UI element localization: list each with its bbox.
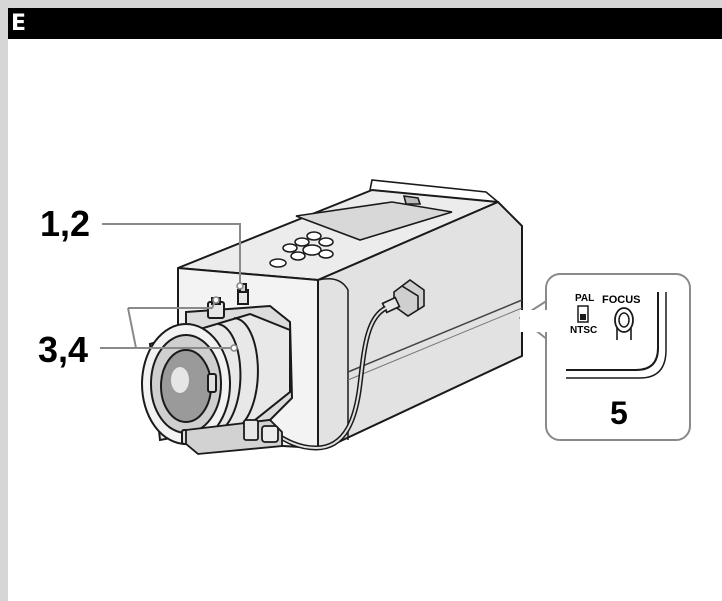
leader-3-4-join: [100, 307, 138, 349]
section-letter: E: [11, 11, 27, 36]
section-header: E: [0, 0, 722, 39]
ntsc-label: NTSC: [570, 325, 597, 336]
leader-1-2: [102, 223, 241, 284]
callout-1-2: 1,2: [40, 203, 90, 244]
callout-3-4: 3,4: [38, 329, 88, 370]
bottom-mount: [185, 419, 283, 455]
side-connector: [381, 279, 425, 317]
control-buttons: [269, 231, 334, 268]
focus-label: FOCUS: [602, 294, 641, 306]
pal-label: PAL: [575, 293, 594, 304]
callout-5: 5: [610, 395, 628, 431]
detail-inset: [519, 273, 691, 441]
section-header-bar: [8, 8, 722, 39]
top-control-panel: [295, 179, 499, 241]
leader-dots: [212, 282, 244, 352]
